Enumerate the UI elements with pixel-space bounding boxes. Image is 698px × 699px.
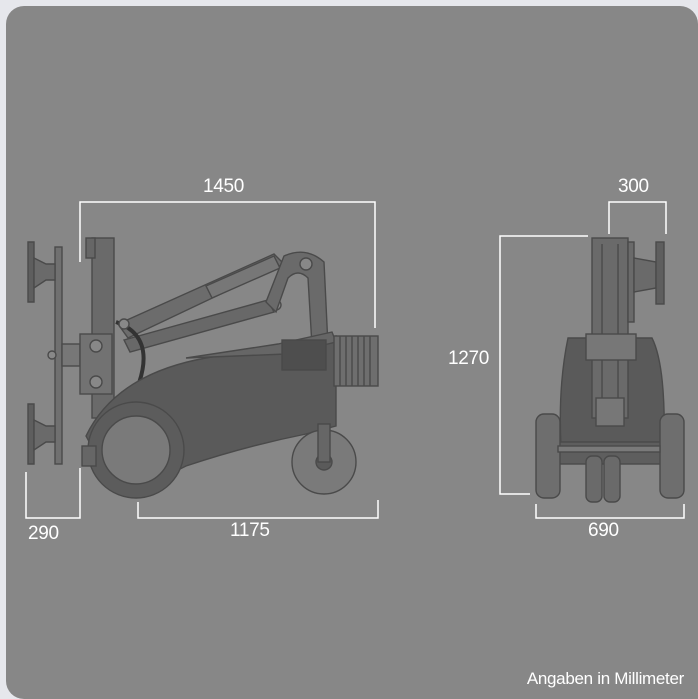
side-front-wheel — [87, 401, 185, 499]
front-wheel-center-2 — [603, 455, 621, 503]
counterweight-grill — [333, 335, 379, 387]
dim-line-1175 — [137, 500, 379, 519]
dim-label-1270: 1270 — [448, 348, 489, 369]
dim-line-290 — [25, 468, 81, 519]
swing-arm — [265, 251, 329, 347]
dim-line-1450 — [79, 201, 376, 328]
dim-label-290: 290 — [28, 523, 59, 544]
diagram-panel: 1450 1175 290 1270 300 690 Angaben in Mi… — [6, 6, 698, 699]
units-note: Angaben in Millimeter — [526, 669, 684, 688]
boom-lower — [122, 299, 276, 353]
front-wheel-right — [659, 413, 685, 499]
suction-cup-top — [27, 241, 56, 303]
front-mast — [591, 237, 629, 419]
dim-label-300: 300 — [618, 176, 649, 197]
front-wheel-left — [535, 413, 561, 499]
dim-label-1450: 1450 — [203, 176, 244, 197]
front-wheel-center-1 — [585, 455, 603, 503]
technical-drawing: 1450 1175 290 1270 300 690 — [25, 176, 685, 544]
dimension-lines — [25, 201, 685, 519]
dim-label-690: 690 — [588, 520, 619, 541]
dim-line-300 — [608, 201, 667, 234]
dim-label-1175: 1175 — [230, 520, 270, 541]
side-rear-wheel — [291, 423, 357, 495]
dim-line-1270 — [499, 235, 588, 495]
dim-line-690 — [535, 504, 685, 519]
body-window — [281, 339, 327, 371]
side-view-machine — [27, 237, 379, 499]
front-view-machine — [535, 237, 685, 503]
plate-hub — [61, 343, 81, 367]
suction-cup-bottom — [27, 403, 56, 465]
